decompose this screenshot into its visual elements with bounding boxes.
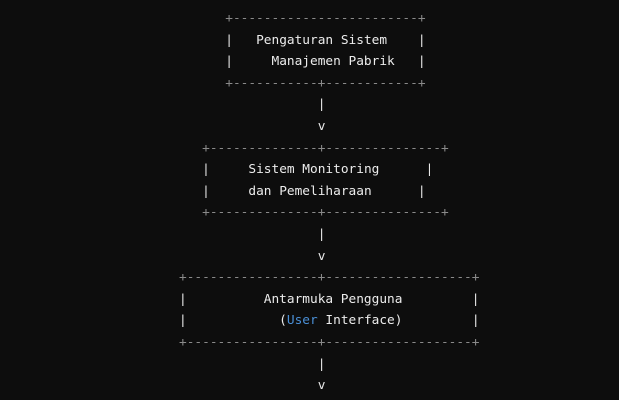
- connector-3-bar: |: [317, 356, 326, 372]
- box-1-top-border: +------------------------+: [225, 11, 426, 26]
- arrow-down-icon: v: [317, 248, 326, 264]
- ascii-diagram: +------------------------+ | Pengaturan …: [179, 8, 480, 397]
- box-2-label-line-1: Sistem Monitoring: [248, 162, 380, 178]
- arrow-down-icon: v: [317, 118, 326, 134]
- box-1-label-line-2: Manajemen Pabrik: [271, 54, 395, 70]
- connector-1-arrow: v: [179, 116, 480, 138]
- box-3-row-2: | (User Interface) |: [179, 313, 480, 329]
- connector-3-arrow: v: [179, 375, 480, 397]
- box-2-row-1: | Sistem Monitoring |: [202, 162, 434, 178]
- box-3-bottom-border: +-----------------+-------------------+: [179, 334, 480, 350]
- box-2-top-border: +--------------+---------------+: [202, 140, 449, 156]
- box-2-row-2: | dan Pemeliharaan |: [202, 183, 426, 199]
- connector-2-arrow: v: [179, 246, 480, 268]
- box-2-bottom-border: +--------------+---------------+: [202, 205, 449, 221]
- box-1-row-2: | Manajemen Pabrik |: [225, 54, 426, 70]
- keyword-user: User: [286, 313, 318, 329]
- connector-2-bar: |: [317, 226, 326, 242]
- box-3-top-border: +-----------------+-------------------+: [179, 270, 480, 286]
- box-3-row-1: | Antarmuka Pengguna |: [179, 291, 480, 307]
- box-3-label-line-2-rest: Interface): [317, 313, 403, 329]
- box-2-label-line-2: dan Pemeliharaan: [248, 183, 372, 199]
- box-1-bottom-border: +-----------+------------+: [225, 75, 426, 91]
- connector-1-bar: |: [317, 97, 326, 113]
- box-3-label-line-1: Antarmuka Pengguna: [263, 291, 403, 307]
- box-1-label-line-1: Pengaturan Sistem: [256, 32, 388, 48]
- box-1-row-1: | Pengaturan Sistem |: [225, 32, 426, 48]
- arrow-down-icon: v: [317, 378, 326, 394]
